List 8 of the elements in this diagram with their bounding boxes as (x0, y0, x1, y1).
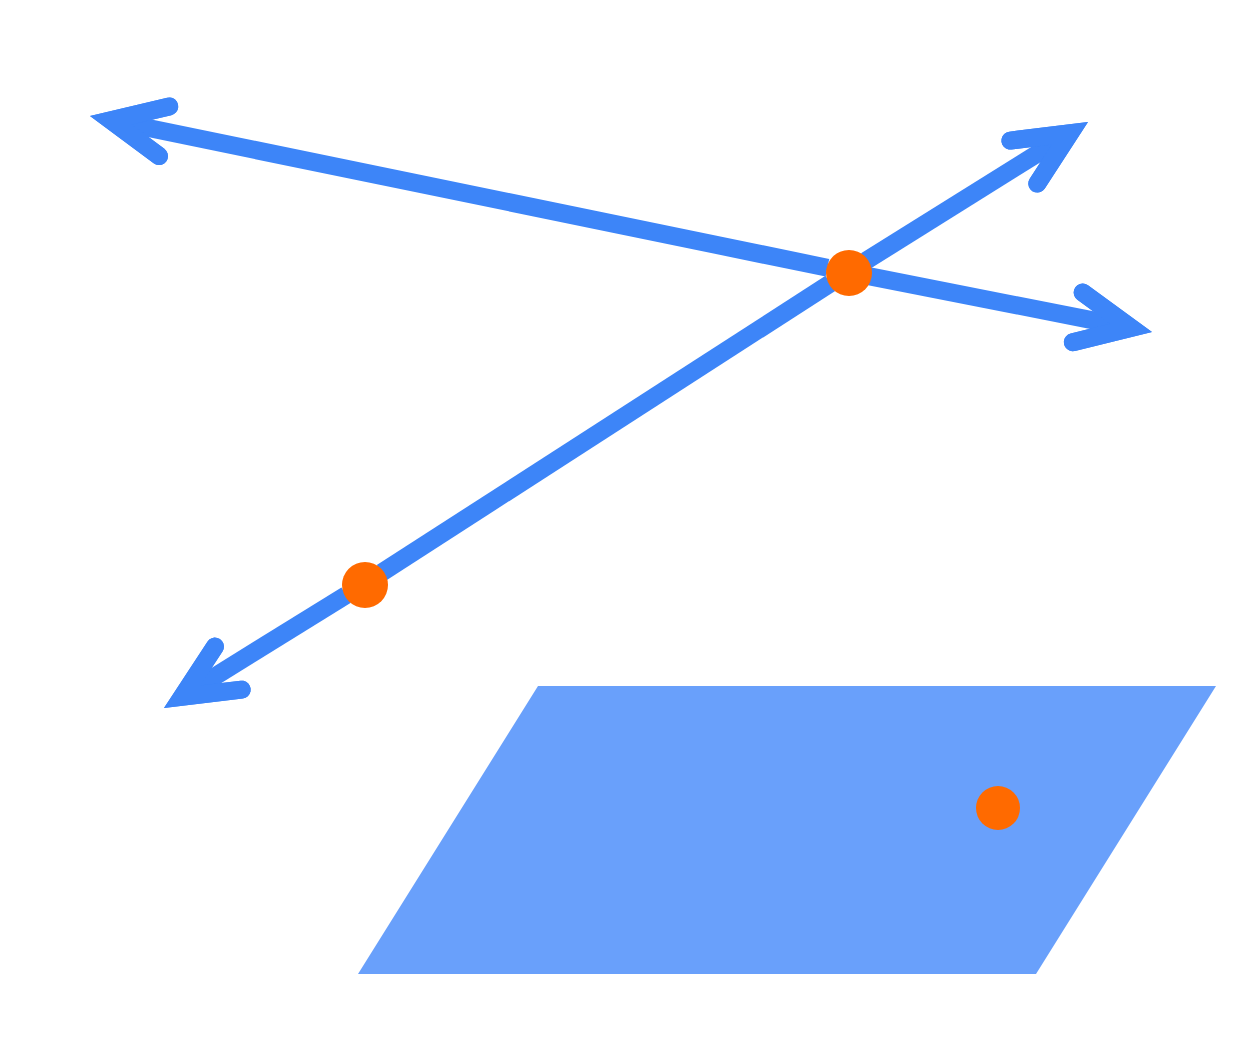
arrow (90, 97, 830, 277)
arrow (861, 122, 1088, 269)
line-segment (376, 275, 836, 581)
arrow (866, 267, 1152, 352)
point-dot (976, 786, 1020, 830)
point-dot (341, 561, 387, 607)
point-dot (825, 249, 871, 295)
arrow (164, 587, 351, 708)
